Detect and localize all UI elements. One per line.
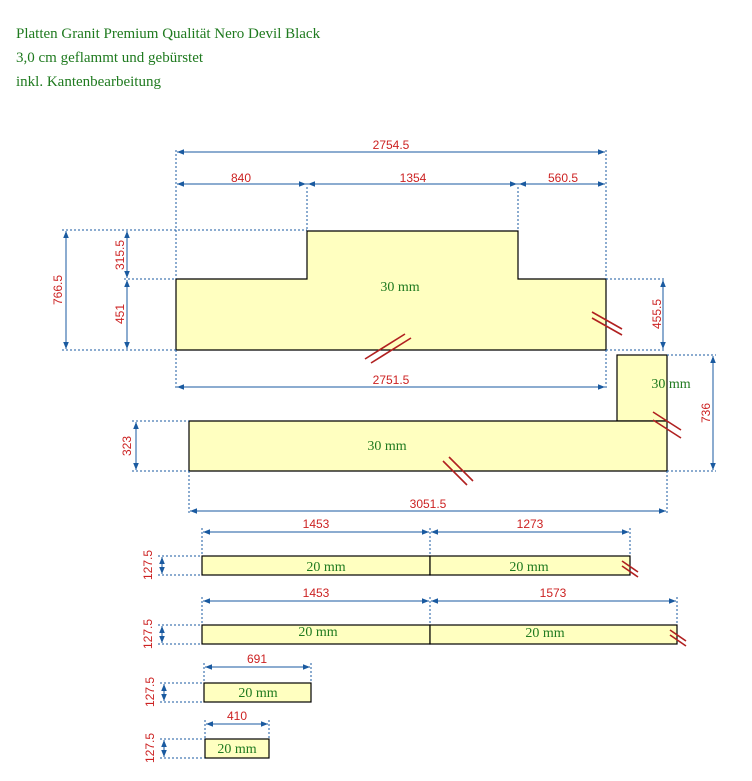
strip2-thickness-1: 20 mm bbox=[298, 625, 337, 640]
slab-2-upright bbox=[616, 354, 668, 422]
strip-4: 410 127.5 20 mm bbox=[143, 709, 270, 763]
slab-2-main bbox=[188, 420, 668, 472]
dim-slab2-width: 3051.5 bbox=[410, 497, 447, 511]
slab2-main-thickness: 30 mm bbox=[367, 439, 406, 454]
strip3-thickness: 20 mm bbox=[238, 686, 277, 701]
dim-slab1-right-height: 455.5 bbox=[650, 299, 664, 329]
strip-2: 1453 1573 127.5 20 mm 20 mm bbox=[141, 586, 687, 649]
dim-slab2-height: 323 bbox=[120, 436, 134, 456]
dim-slab1-total-height: 766.5 bbox=[51, 275, 65, 305]
edge-mark-slab1-bottom bbox=[364, 333, 412, 364]
edge-mark-slab1-right bbox=[591, 311, 623, 336]
title-line-1: Platten Granit Premium Qualität Nero Dev… bbox=[16, 26, 321, 42]
dim-strip1-seg-1: 1453 bbox=[303, 517, 330, 531]
slab-1: 2754.5 840 1354 560.5 766.5 315.5 451 45… bbox=[51, 138, 666, 390]
dim-slab1-bottom-width: 2751.5 bbox=[373, 373, 410, 387]
dim-slab1-lower-height: 451 bbox=[113, 304, 127, 324]
dim-slab1-total-width: 2754.5 bbox=[373, 138, 410, 152]
title-line-3: inkl. Kantenbearbeitung bbox=[16, 74, 161, 90]
strip1-thickness-1: 20 mm bbox=[306, 560, 345, 575]
dim-strip4-height: 127.5 bbox=[143, 733, 157, 763]
dim-strip3-width: 691 bbox=[247, 652, 267, 666]
slab-2: 323 736 3051.5 30 mm 30 mm bbox=[120, 354, 716, 514]
dim-strip2-height: 127.5 bbox=[141, 619, 155, 649]
slab1-thickness: 30 mm bbox=[380, 280, 419, 295]
strip2-thickness-2: 20 mm bbox=[525, 626, 564, 641]
strip1-thickness-2: 20 mm bbox=[509, 560, 548, 575]
dim-slab1-seg-3: 560.5 bbox=[548, 171, 578, 185]
dim-strip4-width: 410 bbox=[227, 709, 247, 723]
dim-slab1-step-height: 315.5 bbox=[113, 240, 127, 270]
strip-3: 691 127.5 20 mm bbox=[143, 652, 312, 707]
dim-strip2-seg-2: 1573 bbox=[540, 586, 567, 600]
dim-slab2-upright-height: 736 bbox=[699, 403, 713, 423]
dim-strip2-seg-1: 1453 bbox=[303, 586, 330, 600]
edge-mark-strip2 bbox=[669, 629, 687, 647]
dim-strip1-height: 127.5 bbox=[141, 550, 155, 580]
dim-strip3-height: 127.5 bbox=[143, 677, 157, 707]
edge-mark-slab2-bottom bbox=[442, 456, 474, 486]
edge-mark-strip1 bbox=[621, 560, 639, 578]
strip-1: 1453 1273 127.5 20 mm 20 mm bbox=[141, 517, 639, 580]
slab2-upright-thickness: 30 mm bbox=[651, 377, 690, 392]
dim-slab1-seg-1: 840 bbox=[231, 171, 251, 185]
title-line-2: 3,0 cm geflammt und gebürstet bbox=[16, 50, 204, 66]
slab-1-shape bbox=[175, 230, 607, 351]
dim-strip1-seg-2: 1273 bbox=[517, 517, 544, 531]
dim-slab1-seg-2: 1354 bbox=[400, 171, 427, 185]
strip4-thickness: 20 mm bbox=[217, 742, 256, 757]
edge-mark-slab2-upright bbox=[652, 411, 682, 439]
